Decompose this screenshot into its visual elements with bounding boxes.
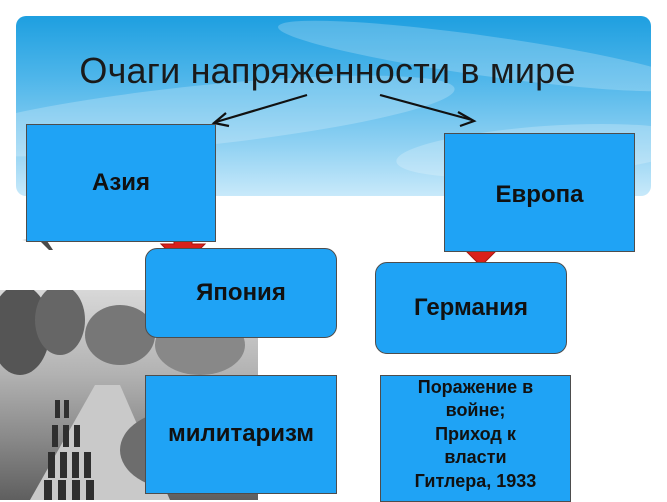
europe-box: Европа (444, 133, 635, 252)
japan-box: Япония (145, 248, 337, 338)
page-title: Очаги напряженности в мире (79, 50, 576, 91)
defeat-line-5: Гитлера, 1933 (414, 470, 537, 491)
defeat-line-3: Приход к (435, 423, 516, 444)
militarism-box: милитаризм (145, 375, 337, 494)
japan-label: Япония (196, 279, 286, 306)
europe-label: Европа (495, 180, 584, 208)
defeat-line-2: войне; (445, 400, 506, 421)
defeat-box: Поражение в войне; Приход к власти Гитле… (380, 375, 571, 502)
germany-label: Германия (413, 294, 529, 321)
asia-box: Азия (26, 124, 216, 242)
asia-label: Азия (91, 169, 151, 196)
germany-box: Германия (375, 262, 567, 354)
defeat-line-4: власти (444, 447, 507, 468)
militarism-label: милитаризм (167, 420, 315, 448)
defeat-line-1: Поражение в (417, 377, 534, 397)
